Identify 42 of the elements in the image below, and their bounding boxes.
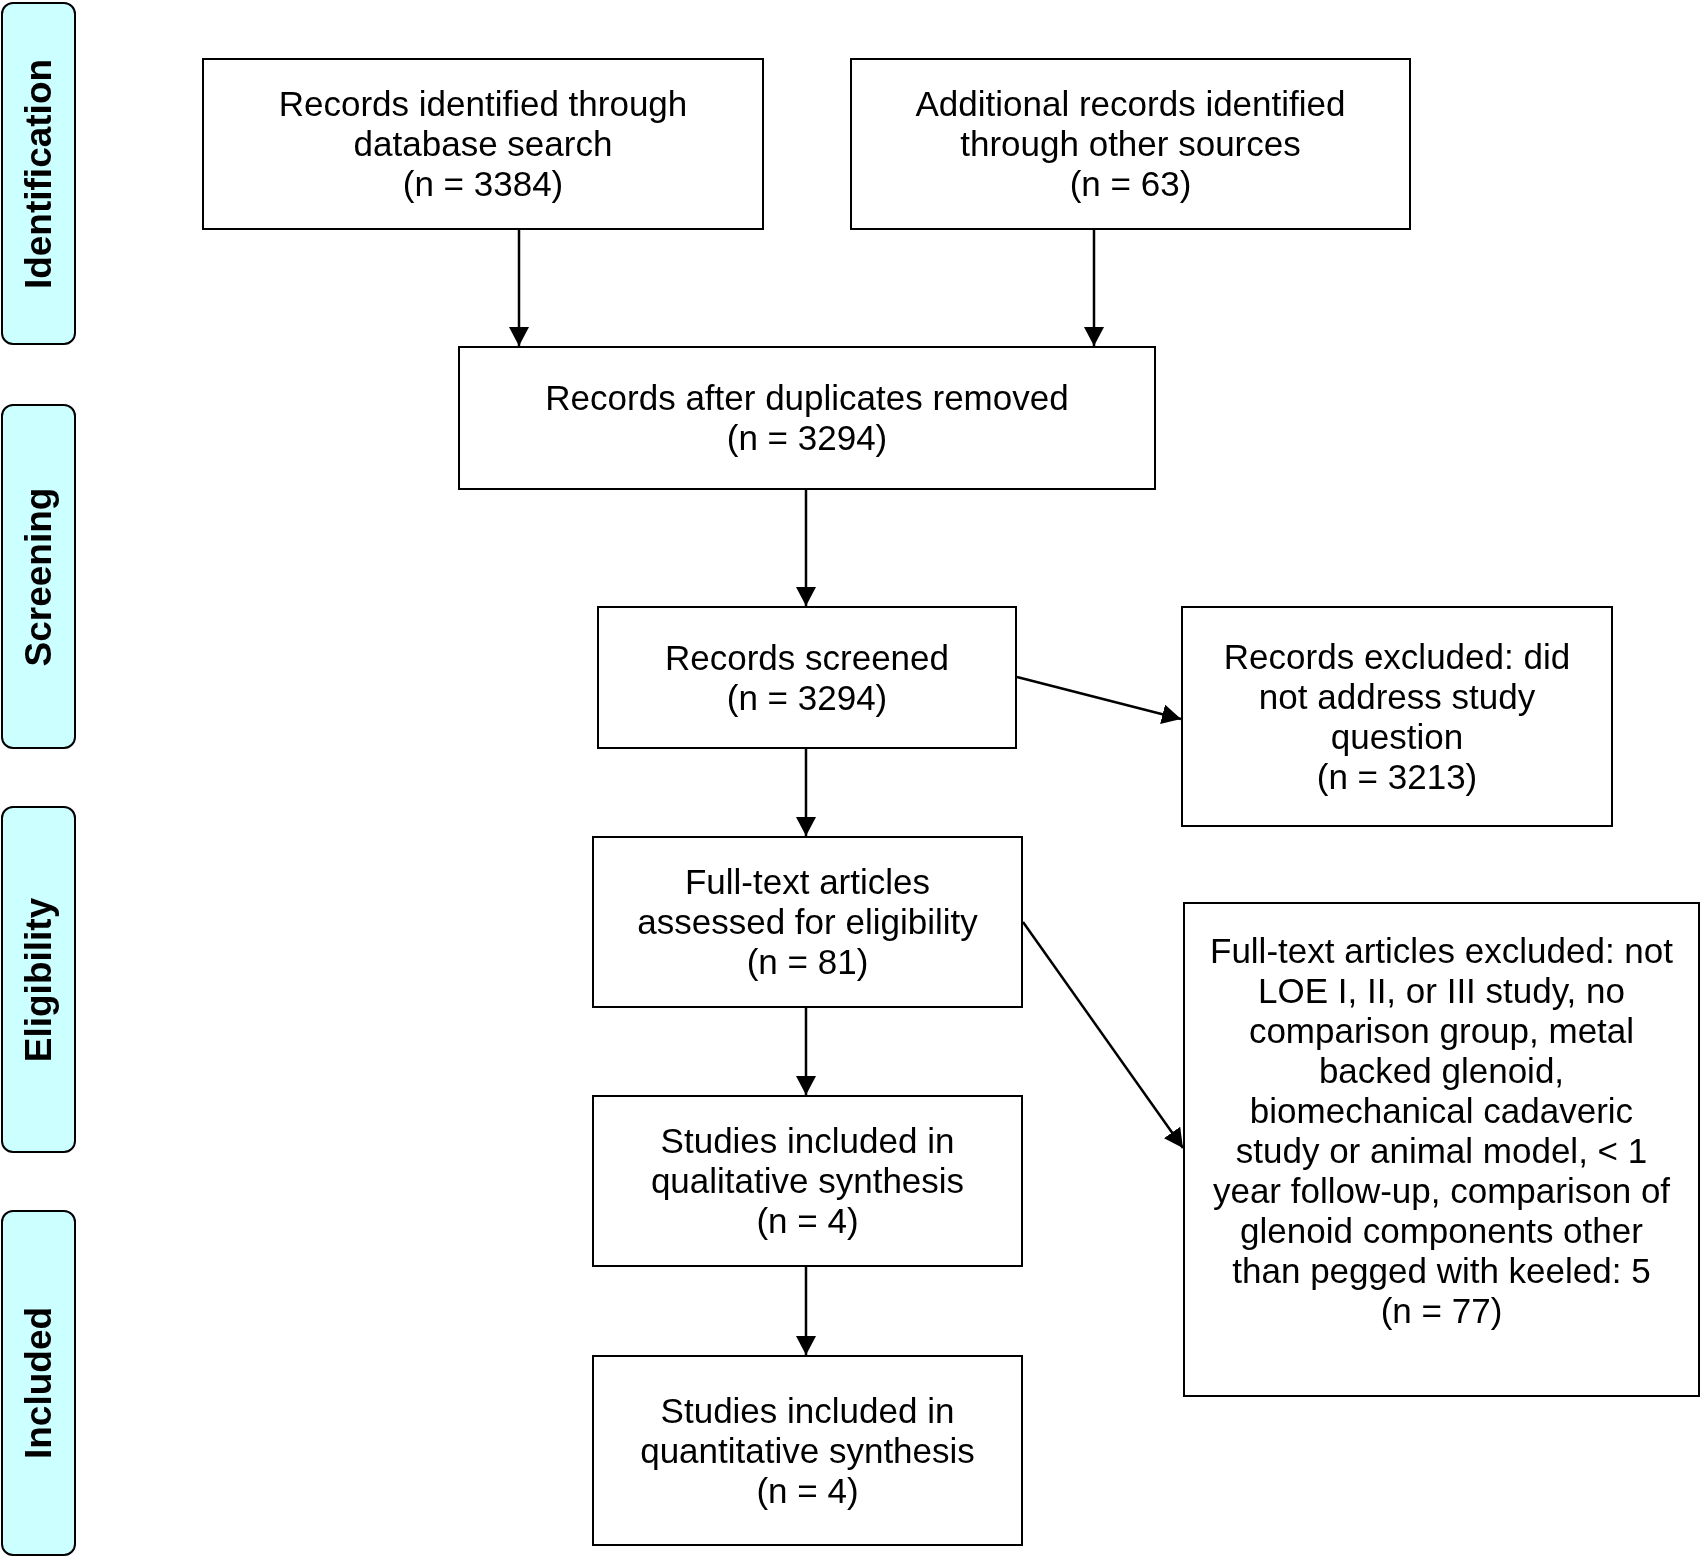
count-text: (n = 4) — [756, 1201, 859, 1241]
arrow — [509, 230, 529, 346]
description-text: Full-text articles excluded: not LOE I, II, or III study, no comparison group, metal backed glenoid, biomechanical cadaveric study or animal model, < 1 year follow-up, comparison of glenoid components other than pegged with keeled: 5 — [1209, 930, 1674, 1291]
process-box — [592, 1095, 1023, 1267]
process-box — [592, 1355, 1023, 1546]
stage-band — [1, 404, 76, 749]
arrow — [796, 490, 816, 606]
stage-label: Eligibility — [18, 897, 59, 1062]
process-box — [1183, 902, 1700, 1397]
stage-label: Screening — [18, 487, 59, 666]
count-text: (n = 63) — [1069, 164, 1192, 204]
description-text: Records identified through database search — [277, 84, 689, 164]
stage-label: Identification — [18, 58, 59, 289]
description-text: Records screened — [664, 637, 949, 678]
arrow — [796, 1008, 816, 1095]
description-text: Additional records identified through other sources — [914, 84, 1347, 164]
arrow — [1084, 230, 1104, 346]
count-text: (n = 4) — [756, 1470, 859, 1511]
process-box — [1181, 606, 1613, 827]
process-box — [592, 836, 1023, 1008]
arrow — [796, 1267, 816, 1355]
process-box — [458, 346, 1156, 490]
description-text: Full-text articles assessed for eligibility — [636, 862, 979, 942]
description-text: Studies included in qualitative synthesis — [649, 1121, 966, 1201]
process-box — [202, 58, 764, 230]
description-text: Records after duplicates removed — [545, 378, 1069, 418]
process-box — [850, 58, 1411, 230]
description-text: Studies included in quantitative synthesis — [639, 1390, 976, 1471]
stage-band — [1, 1210, 76, 1556]
count-text: (n = 3294) — [726, 677, 888, 718]
process-box — [597, 606, 1017, 749]
count-text: (n = 3384) — [402, 164, 564, 204]
description-text: Records excluded: did not address study question — [1222, 636, 1572, 757]
count-text: (n = 3213) — [1316, 756, 1478, 797]
count-text: (n = 77) — [1380, 1290, 1503, 1331]
stage-band — [1, 2, 76, 345]
stage-band — [1, 806, 76, 1153]
count-text: (n = 3294) — [726, 418, 888, 458]
arrow — [1016, 675, 1182, 724]
arrow — [796, 749, 816, 836]
count-text: (n = 81) — [746, 942, 869, 982]
stage-label: Included — [18, 1306, 59, 1460]
